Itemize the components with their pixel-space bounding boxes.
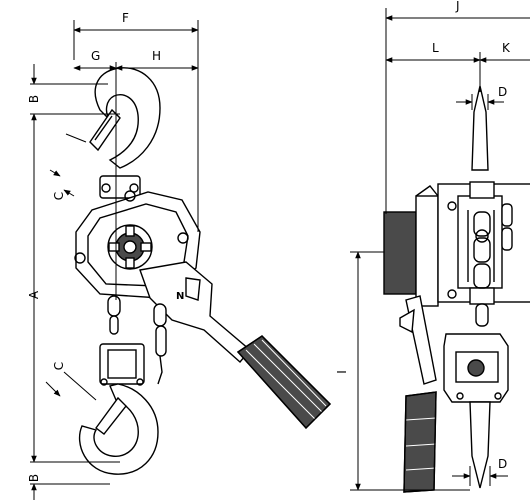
top-hook	[89, 67, 161, 169]
label-l: L	[432, 41, 439, 55]
label-g: G	[91, 49, 101, 63]
front-frame	[437, 181, 530, 305]
bottom-hook-front	[469, 401, 491, 489]
label-i: I	[334, 370, 349, 374]
label-b-bottom: B	[27, 473, 42, 483]
label-b-top: B	[27, 94, 42, 104]
lever-grip	[236, 335, 331, 430]
lever-handle	[139, 261, 331, 430]
label-c-top: C	[52, 191, 67, 201]
hoist-front-view	[383, 85, 530, 493]
label-h: H	[152, 49, 162, 63]
label-f: F	[122, 11, 129, 25]
label-j: J	[456, 0, 460, 13]
lever-front	[399, 295, 437, 493]
label-a: A	[27, 290, 42, 300]
handwheel-cover	[383, 185, 439, 307]
top-hook-front	[471, 85, 489, 171]
left-dimension-lines	[30, 20, 199, 500]
bottom-block-front	[443, 303, 509, 403]
label-k: K	[502, 41, 510, 55]
bottom-block	[99, 343, 145, 386]
load-chain	[107, 295, 167, 385]
label-c-bottom: C	[52, 361, 67, 371]
lever-front-grip	[403, 391, 437, 493]
label-d-top: D	[498, 85, 508, 99]
right-dimension-lines	[350, 8, 530, 491]
hoist-side-view	[74, 67, 331, 475]
label-d-bottom: D	[498, 457, 508, 471]
label-n: N	[176, 291, 185, 302]
bottom-hook	[78, 383, 159, 475]
top-block	[99, 175, 141, 199]
